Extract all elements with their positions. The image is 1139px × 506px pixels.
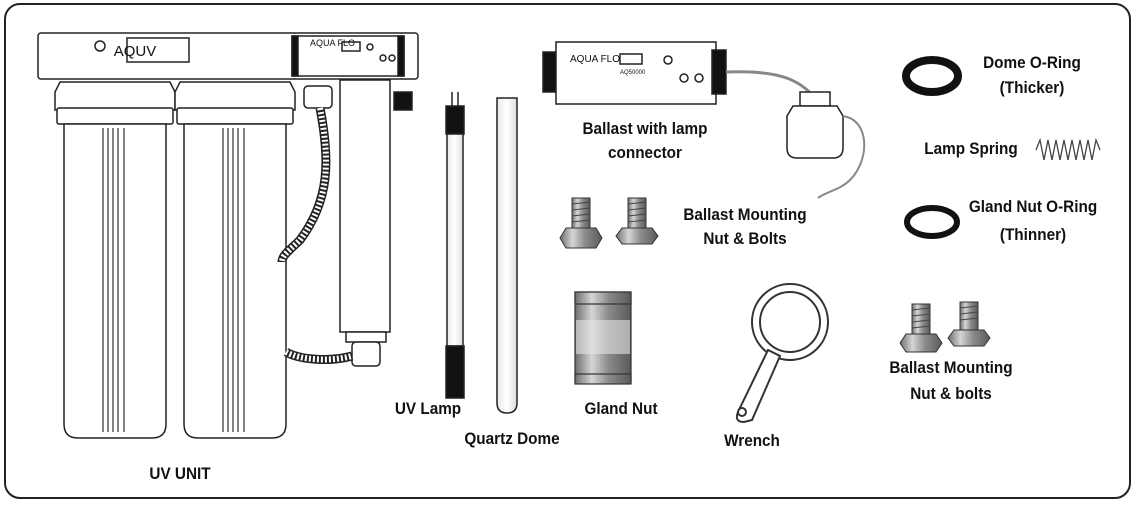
label-uv-unit: UV UNIT (149, 464, 211, 483)
gland-nut-illustration (574, 291, 632, 385)
wrench-illustration (735, 283, 829, 424)
keyhole-icon (94, 40, 106, 52)
unit-brand-text: AQUV (114, 43, 157, 60)
uv-unit-illustration (37, 32, 419, 439)
label-gland-oring-line2: (Thinner) (999, 225, 1067, 244)
label-wrench: Wrench (724, 431, 780, 450)
ballast-model-text: AQ50000 (620, 70, 646, 76)
filter-housing-left (63, 123, 167, 439)
lamp-spring-illustration (1035, 137, 1101, 161)
ballast-illustration (542, 41, 866, 199)
lamp-connector (786, 105, 844, 159)
uv-lamp-illustration (445, 92, 465, 399)
label-ballast-line2: connector (608, 143, 682, 162)
mounting-bolts-2 (899, 301, 991, 353)
label-gland-nut: Gland Nut (584, 399, 658, 418)
mounting-bolts-1 (559, 197, 659, 249)
diagram-frame (4, 3, 1131, 499)
label-dome-oring-line2: (Thicker) (999, 78, 1065, 97)
label-mount2-line2: Nut & bolts (910, 384, 992, 403)
filter-housing-right (183, 123, 287, 439)
uv-chamber (339, 79, 391, 333)
label-ballast-line1: Ballast with lamp (582, 119, 708, 138)
label-lamp-spring: Lamp Spring (924, 139, 1018, 158)
label-mount1-line2: Nut & Bolts (703, 229, 787, 248)
label-gland-oring-line1: Gland Nut O-Ring (968, 197, 1098, 216)
elbow-fitting-bottom (351, 341, 381, 367)
top-ballast-brand-text: AQUA FLO (310, 38, 355, 48)
label-dome-oring-line1: Dome O-Ring (983, 53, 1081, 72)
label-quartz-dome: Quartz Dome (464, 429, 560, 448)
quartz-dome-illustration (496, 97, 518, 414)
elbow-fitting-top (303, 85, 333, 109)
label-mount1-line1: Ballast Mounting (683, 205, 807, 224)
dome-oring-illustration (902, 56, 962, 96)
label-mount2-line1: Ballast Mounting (889, 358, 1013, 377)
ballast-brand-text: AQUA FLO (570, 54, 620, 65)
label-uv-lamp: UV Lamp (394, 399, 462, 418)
gland-oring-illustration (904, 205, 960, 239)
